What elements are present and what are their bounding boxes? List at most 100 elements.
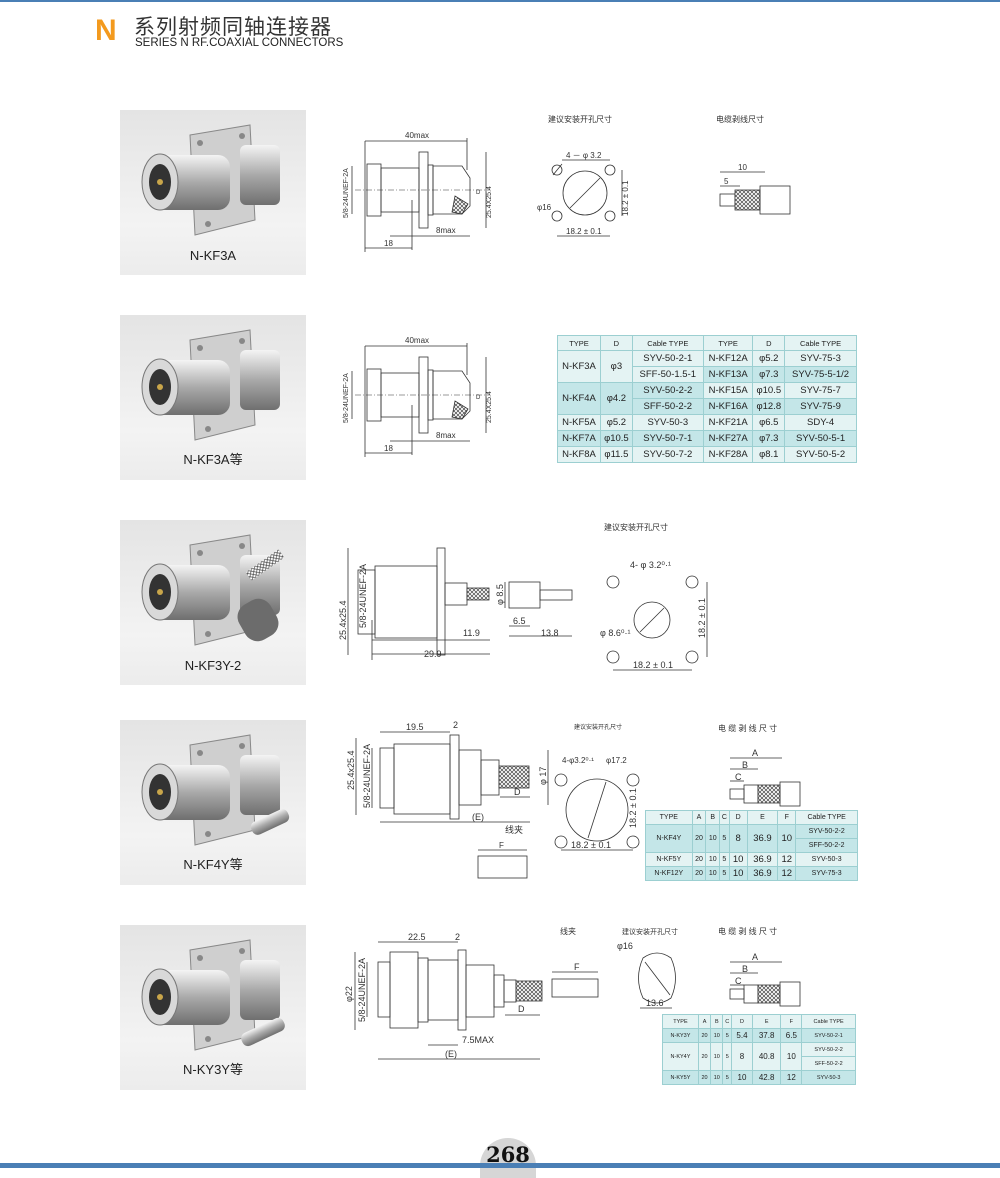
cell-c: 5 xyxy=(719,852,730,867)
dim-length: 40max xyxy=(405,336,429,345)
dim-front: 19.5 xyxy=(406,722,424,732)
col-header: C xyxy=(722,1014,733,1029)
cell-cable: SYV-50-2-2 xyxy=(795,824,858,839)
cell: φ6.5 xyxy=(752,414,786,431)
strip-title: 电缆剥线尺寸 xyxy=(716,114,764,124)
h-pitch: 18.2 ± 0.1 xyxy=(566,227,602,236)
dim-length: 40max xyxy=(405,131,429,140)
col-header: B xyxy=(710,1014,724,1029)
dim-flange: 25.4X25.4 xyxy=(486,391,493,423)
dim-d: D xyxy=(476,190,481,196)
cell-a: 20 xyxy=(691,852,707,867)
strip-a: A xyxy=(752,748,758,758)
dim-total: 29.9 xyxy=(424,649,442,659)
page-number: 268 xyxy=(480,1138,536,1178)
dim-e: (E) xyxy=(445,1049,457,1059)
table-row: SFF-50-1.5-1 N-KF13A φ7.3 SYV-75-5-1/2 xyxy=(558,366,857,383)
bore-size: φ 8.6⁰·¹ xyxy=(600,628,630,638)
cell-f: 10 xyxy=(777,824,797,853)
cell: φ11.5 xyxy=(600,446,633,463)
cell-d: 8 xyxy=(728,824,748,853)
cell: φ7.3 xyxy=(752,430,786,447)
col-header: Cable TYPE xyxy=(631,335,704,351)
dim-flange-thickness: 2 xyxy=(455,932,460,942)
cell-e: 36.9 xyxy=(746,824,779,853)
cell-a: 20 xyxy=(697,1042,712,1071)
col-header: D xyxy=(600,335,633,351)
strip-b: B xyxy=(742,760,748,770)
cell: SYV-50-2-1 xyxy=(631,350,704,367)
cell-cable: SYV-75-3 xyxy=(795,866,858,881)
cell-type: N-KF12Y xyxy=(645,866,693,881)
hole-size: 4 － φ 3.2 xyxy=(566,151,602,160)
cell: N-KF21A xyxy=(702,414,754,431)
series-logo: N xyxy=(95,14,117,47)
cell-cable: SYV-50-2-1 xyxy=(801,1028,856,1043)
dim-tail: 8max xyxy=(436,226,456,235)
strip-c: C xyxy=(735,772,742,782)
cell: N-KF15A xyxy=(702,382,754,399)
cell: SYV-50-7-2 xyxy=(631,446,704,463)
cell-f: 12 xyxy=(777,866,797,881)
cell-cable: SFF-50-2-2 xyxy=(795,838,858,853)
dim-thread: 5/8-24UNEF-2A xyxy=(362,744,372,808)
strip-c: C xyxy=(735,976,742,986)
strip-a: 10 xyxy=(738,163,747,172)
v-pitch: 18.2 ± 0.1 xyxy=(628,788,638,828)
bore-size: φ16 xyxy=(537,203,552,212)
col-header: E xyxy=(751,1014,782,1029)
cell-a: 20 xyxy=(697,1070,712,1085)
cell: N-KF13A xyxy=(702,366,754,383)
cell-f: 12 xyxy=(780,1070,803,1085)
col-header: TYPE xyxy=(645,810,693,825)
strip-b: B xyxy=(742,964,748,974)
cell: SYV-50-2-2 xyxy=(631,382,704,399)
dim-flange: 25.4X25.4 xyxy=(486,186,493,218)
top-rule xyxy=(0,0,1000,2)
cell: N-KF12A xyxy=(702,350,754,367)
page-title-cn: 系列射频同轴连接器 xyxy=(134,15,332,39)
cell-f: 10 xyxy=(780,1042,803,1071)
dim-thread: 5/8-24UNEF-2A xyxy=(343,373,350,423)
cell: φ5.2 xyxy=(600,414,633,431)
product-photo-n-kf3y-2: N-KF3Y-2 xyxy=(120,520,306,685)
cell-e: 36.9 xyxy=(746,866,779,881)
cell: SYV-50-5-2 xyxy=(784,446,857,463)
cell-e: 40.8 xyxy=(751,1042,782,1071)
col-header: Cable TYPE xyxy=(801,1014,856,1029)
col-header: D xyxy=(728,810,748,825)
cell-cable: SYV-50-3 xyxy=(801,1070,856,1085)
dim-flange-thickness: 2 xyxy=(453,720,458,730)
cell-type: N-KY3Y xyxy=(662,1028,699,1043)
cell: φ10.5 xyxy=(600,430,633,447)
dim-d: D xyxy=(518,1004,525,1014)
v-pitch: 18.2 ± 0.1 xyxy=(697,598,707,638)
connector-image xyxy=(120,520,285,660)
cell: SFF-50-2-2 xyxy=(631,398,704,415)
dim-e: (E) xyxy=(472,812,484,822)
h-pitch: 18.2 ± 0.1 xyxy=(633,660,673,670)
clamp-f: F xyxy=(574,962,580,972)
col-header: D xyxy=(731,1014,753,1029)
dim-thread: 5/8-24UNEF-2A xyxy=(343,168,350,218)
cell-type: N-KY5Y xyxy=(662,1070,699,1085)
cell: φ8.1 xyxy=(752,446,786,463)
cell-cable: SFF-50-2-2 xyxy=(801,1056,856,1071)
cell: SYV-50-7-1 xyxy=(631,430,704,447)
cell: N-KF16A xyxy=(702,398,754,415)
cell-type: N-KY4Y xyxy=(662,1042,699,1071)
cell: SYV-75-9 xyxy=(784,398,857,415)
cell-e: 36.9 xyxy=(746,852,779,867)
clamp-title: 线夹 xyxy=(560,926,576,936)
hole-size: 4- φ 3.2⁰·¹ xyxy=(630,560,671,570)
cell: SYV-75-5-1/2 xyxy=(784,366,857,383)
product-photo-n-kf3a-etc: N-KF3A等 xyxy=(120,315,306,480)
